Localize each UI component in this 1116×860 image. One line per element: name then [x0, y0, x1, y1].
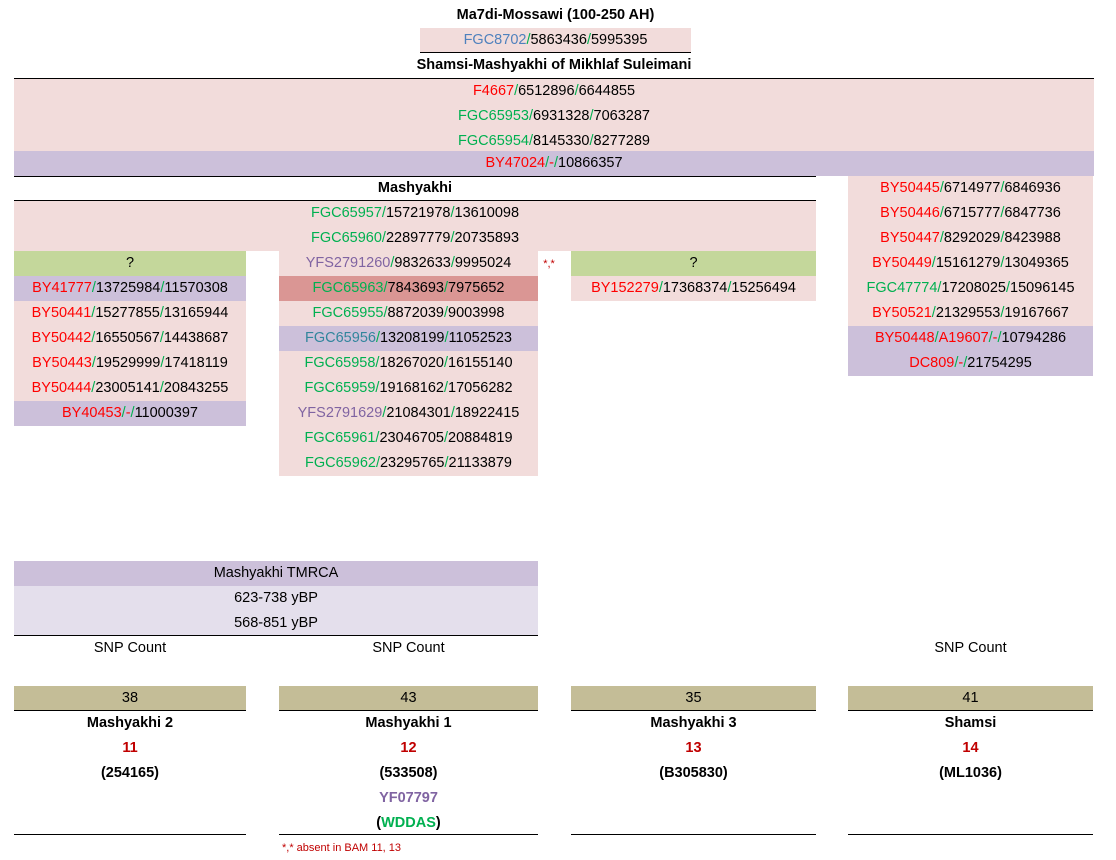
divider: [279, 834, 538, 835]
unknown-branch-header: ?: [14, 251, 246, 276]
divider: [14, 834, 246, 835]
snp-row: BY50442/16550567/14438687: [14, 326, 246, 351]
snp-row: FGC65959/19168162/17056282: [279, 376, 538, 401]
snp-row: BY50448/A19607/-/10794286: [848, 326, 1093, 351]
kit-name: Mashyakhi 2: [86, 715, 174, 731]
snp-row: YFS2791260/9832633/9995024: [279, 251, 538, 276]
snp-count: 41: [848, 686, 1093, 711]
branch-subtitle: Shamsi-Mashyakhi of Mikhlaf Suleimani: [416, 57, 692, 73]
snp-row: FGC65961/23046705/20884819: [279, 426, 538, 451]
snp-row: FGC65957/15721978/13610098: [14, 201, 816, 226]
kit-name: Shamsi: [944, 715, 997, 731]
snp-row: FGC65953/6931328/7063287: [14, 104, 1094, 129]
divider: [14, 710, 246, 711]
divider: [848, 834, 1093, 835]
snp-row: BY50449/15161279/13049365: [848, 251, 1093, 276]
snp-row: BY50447/8292029/8423988: [848, 226, 1093, 251]
snp-row: BY50444/23005141/20843255: [14, 376, 246, 401]
snp-row: BY50521/21329553/19167667: [848, 301, 1093, 326]
snp-row: BY40453/-/11000397: [14, 401, 246, 426]
snp-count-label: SNP Count: [93, 640, 167, 656]
kit-number: 12: [400, 740, 417, 756]
kit-project: (WDDAS): [376, 815, 441, 831]
divider: [14, 200, 816, 201]
haplogroup-title: Ma7di-Mossawi (100-250 AH): [420, 3, 691, 29]
snp-count: 38: [14, 686, 246, 711]
divider: [14, 78, 1094, 79]
divider: [848, 710, 1093, 711]
snp-count: 35: [571, 686, 816, 711]
snp-row: BY50443/19529999/17418119: [14, 351, 246, 376]
snp-row: FGC8702/5863436/5995395: [420, 28, 691, 53]
tmrca-range: 623-738 yBP: [14, 586, 538, 611]
tmrca-title: Mashyakhi TMRCA: [14, 561, 538, 586]
snp-row: FGC65956/13208199/11052523: [279, 326, 538, 351]
divider: [571, 710, 816, 711]
kit-name: Mashyakhi 1: [365, 715, 452, 731]
mashyakhi-title: Mashyakhi: [377, 180, 453, 196]
kit-id: (533508): [379, 765, 438, 781]
snp-row: FGC65958/18267020/16155140: [279, 351, 538, 376]
snp-row: FGC65955/8872039/9003998: [279, 301, 538, 326]
kit-number: 11: [122, 740, 138, 756]
snp-row: BY47024/-/10866357: [14, 151, 1094, 176]
snp-row: BY152279/17368374/15256494: [571, 276, 816, 301]
snp-row: BY50445/6714977/6846936: [848, 176, 1093, 201]
snp-row: FGC65954/8145330/8277289: [14, 129, 1094, 154]
footnote: *,* absent in BAM 11, 13: [282, 842, 402, 854]
divider: [279, 710, 538, 711]
snp-count-label: SNP Count: [934, 640, 1007, 656]
snp-count: 43: [279, 686, 538, 711]
snp-row: FGC47774/17208025/15096145: [848, 276, 1093, 301]
snp-count-label: SNP Count: [372, 640, 445, 656]
kit-extra-id: YF07797: [379, 790, 438, 806]
kit-id: (254165): [100, 765, 160, 781]
kit-name: Mashyakhi 3: [650, 715, 737, 731]
divider: [14, 176, 816, 177]
asterisk-note-marker: *,*: [543, 258, 555, 270]
divider: [420, 52, 691, 53]
snp-row: BY50441/15277855/13165944: [14, 301, 246, 326]
divider: [14, 635, 538, 636]
kit-id: (ML1036): [939, 765, 1002, 781]
snp-row: BY50446/6715777/6847736: [848, 201, 1093, 226]
snp-row: BY41777/13725984/11570308: [14, 276, 246, 301]
unknown-branch-header: ?: [571, 251, 816, 276]
snp-row: FGC65963/7843693/7975652: [279, 276, 538, 301]
snp-row: DC809/-/21754295: [848, 351, 1093, 376]
kit-id: (B305830): [659, 765, 728, 781]
tmrca-range: 568-851 yBP: [14, 611, 538, 636]
snp-row: F4667/6512896/6644855: [14, 79, 1094, 104]
snp-row: FGC65960/22897779/20735893: [14, 226, 816, 251]
kit-number: 13: [685, 740, 702, 756]
divider: [571, 834, 816, 835]
snp-row: YFS2791629/21084301/18922415: [279, 401, 538, 426]
kit-number: 14: [962, 740, 979, 756]
snp-row: FGC65962/23295765/21133879: [279, 451, 538, 476]
